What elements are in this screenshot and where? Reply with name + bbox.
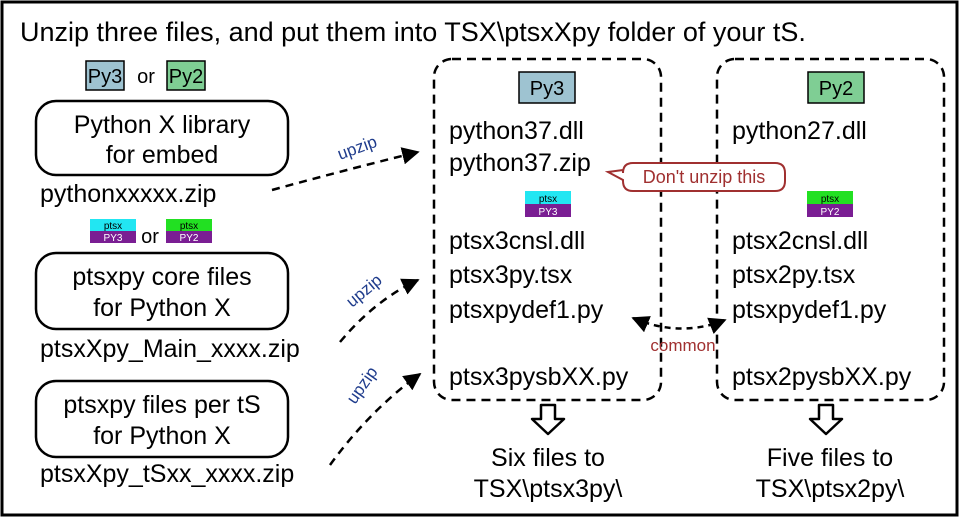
ptsx-py3-bottom (90, 231, 136, 243)
source-title-line1: Python X library (74, 111, 251, 139)
file-item: ptsx3cnsl.dll (449, 227, 585, 255)
ptsx-badge-bottom-text: PY3 (539, 207, 558, 218)
result-py3-line2: TSX\ptsx3py\ (474, 475, 623, 503)
dont-unzip-callout: Don't unzip this (604, 162, 786, 192)
folder-py3-badge-text: Py3 (530, 78, 564, 100)
page-heading: Unzip three files, and put them into TSX… (20, 17, 806, 47)
ptsx-py2-top (166, 219, 212, 231)
ptsx-badge-top-text: ptsx (539, 194, 557, 205)
upzip-arrow-1 (271, 147, 420, 192)
down-arrow-py2 (808, 403, 844, 436)
source-box (34, 379, 290, 459)
folder-py3: Py3 python37.dll python37.zip ptsx PY3 p… (432, 57, 663, 402)
source-title-line1: ptsxpy core files (72, 263, 251, 291)
ptsx-py3-top (90, 219, 136, 231)
ptsx-py2-top-text: ptsx (180, 221, 198, 232)
file-item: ptsx2cnsl.dll (732, 227, 868, 255)
file-item: python37.zip (449, 149, 591, 177)
source-box (34, 99, 290, 177)
source-filename: ptsxXpy_Main_xxxx.zip (40, 335, 300, 363)
ptsx-py3-bottom-text: PY3 (104, 233, 123, 244)
upzip-arrow-3 (328, 372, 422, 466)
ptsx-badge-bottom (525, 204, 571, 217)
py2-legend-badge (166, 60, 206, 91)
ptsx-py2-bottom (166, 231, 212, 243)
source-python-library: Python X library for embed pythonxxxxx.z… (34, 99, 290, 208)
source-per-ts-files: ptsxpy files per tS for Python X ptsxXpy… (34, 379, 294, 488)
source-core-files: ptsxpy core files for Python X ptsxXpy_M… (34, 251, 300, 363)
source-title-line1: ptsxpy files per tS (63, 391, 260, 419)
folder-py2-badge (807, 71, 865, 104)
source-box (34, 251, 290, 331)
upzip-arrow-2 (339, 278, 420, 343)
folder-py3-badge (518, 71, 576, 104)
file-item: ptsxpydef1.py (449, 296, 604, 324)
ptsx-legend: ptsx PY3 or ptsx PY2 (90, 219, 212, 248)
result-py2-line1: Five files to (767, 444, 893, 472)
source-title-line2: for Python X (93, 422, 231, 450)
file-item: ptsx3pysbXX.py (449, 363, 629, 391)
folder-py3-border (432, 57, 663, 402)
down-arrow-py3 (530, 403, 566, 436)
folder-py2: Py2 python27.dll ptsx PY2 ptsx2cnsl.dll … (715, 57, 946, 402)
ptsx-py3-top-text: ptsx (104, 221, 122, 232)
folder-py2-badge-text: Py2 (819, 78, 853, 100)
file-item: python27.dll (732, 117, 867, 145)
py3-legend-text: Py3 (88, 66, 122, 88)
source-filename: ptsxXpy_tSxx_xxxx.zip (40, 460, 294, 488)
common-label: common (650, 336, 715, 355)
ptsx-badge-bottom-text: PY2 (821, 207, 840, 218)
callout-text: Don't unzip this (643, 167, 766, 187)
ptsx-badge-top (525, 191, 571, 204)
file-item: ptsx2pysbXX.py (732, 363, 912, 391)
callout-bubble (604, 162, 786, 192)
ptsx-badge-bottom (807, 204, 853, 217)
py3-legend-badge (85, 60, 125, 91)
version-legend: Py3 or Py2 (85, 60, 206, 91)
or-text: or (137, 66, 155, 88)
file-item: ptsxpydef1.py (732, 296, 887, 324)
ptsx-badge-top-text: ptsx (821, 194, 839, 205)
file-item: ptsx3py.tsx (449, 261, 573, 289)
ptsx-or-text: or (141, 226, 159, 248)
common-arrow (631, 316, 727, 334)
ptsx-badge-top (807, 191, 853, 204)
source-filename: pythonxxxxx.zip (40, 180, 216, 208)
ptsx-py2-bottom-text: PY2 (180, 233, 199, 244)
result-py3-line1: Six files to (491, 444, 605, 472)
source-title-line2: for Python X (93, 294, 231, 322)
file-item: python37.dll (449, 117, 584, 145)
folder-py2-border (715, 57, 946, 402)
source-title-line2: for embed (106, 141, 219, 169)
file-item: ptsx2py.tsx (732, 261, 856, 289)
py2-legend-text: Py2 (169, 66, 203, 88)
result-py2-line2: TSX\ptsx2py\ (756, 475, 905, 503)
